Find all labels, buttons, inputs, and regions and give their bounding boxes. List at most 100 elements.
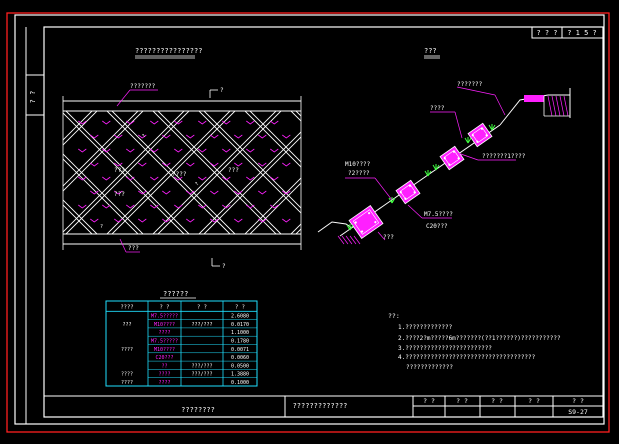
section-label-left-2: ?2???? [348,170,370,177]
vegetation-mark [150,176,159,181]
lattice-beam [244,111,301,168]
table-cell: 1.3880 [231,372,249,378]
vegetation-tuft [424,170,432,177]
plan-view [62,96,302,250]
table-title: ?????? [163,290,188,298]
vegetation-mark [258,218,267,223]
table-cell: ???? [121,347,133,353]
lattice-beam [63,199,98,234]
plan-label-right: ??? [228,167,239,174]
lattice-beam [106,111,231,234]
vegetation-mark [150,148,159,153]
vegetation-mark [126,120,135,125]
vegetation-mark [234,162,243,167]
sheet-number-box [531,26,604,39]
section-title: ??? [424,47,437,55]
lattice-beam [249,111,301,163]
vegetation-mark [90,162,99,167]
section-label-mid-top: ???? [430,105,445,112]
table-cell: ???? [158,330,170,336]
title-block [44,395,603,417]
plan-marker-bottom: ? [222,263,226,270]
vegetation-tuft [432,164,440,171]
title-cell: ? ? [423,397,435,405]
vegetation-mark [126,148,135,153]
vegetation-mark [174,204,183,209]
notes-title: ??: [388,312,400,320]
vegetation-mark [186,190,195,195]
plan-label-top: ??????? [130,83,156,90]
vegetation-mark [270,120,279,125]
vegetation-mark [258,162,267,167]
table-header: ???? [120,305,133,311]
vegetation-mark [102,120,111,125]
vegetation-mark [186,218,195,223]
vegetation-mark [90,134,99,139]
table-cell: M7.5????? [151,339,178,345]
vegetation-mark [150,120,159,125]
vegetation-mark [210,134,219,139]
frame-beam-section [395,179,421,205]
note-item: 2.????2?m?????6m???????(??1??????)??????… [398,335,561,342]
lattice-beam [111,111,236,234]
vegetation-mark [198,148,207,153]
vegetation-mark [234,218,243,223]
vegetation-mark [234,190,243,195]
vegetation-mark [102,176,111,181]
frame-beam-section [348,204,384,240]
vegetation-mark [114,134,123,139]
white-outer-frame [14,14,605,425]
plan-marker-top: ? [220,87,224,94]
lattice-beam [152,111,277,234]
note-item: 3.???????????????????????? [398,345,492,352]
vegetation-mark [138,218,147,223]
section-label-left-1: M10???? [345,161,371,168]
vegetation-mark [210,218,219,223]
project-name: ????????????? [293,402,348,410]
vegetation-mark [258,190,267,195]
plan-label-center: ???? [172,171,187,178]
lattice-beam [203,136,301,234]
title-cell: ? ? [572,397,584,405]
lattice-beam [65,111,190,234]
table-cell: ???? [121,372,133,378]
vegetation-mark [198,204,207,209]
vegetation-mark [198,176,207,181]
note-item: 4.???????????????????????????????????? [398,354,536,361]
table-cell: ??? [122,322,131,328]
vegetation-mark [270,148,279,153]
lattice-beam [249,182,301,234]
table-cell: ???/??? [191,363,212,369]
table-cell: ???? [158,380,170,386]
plan-dim-2: ? [194,181,200,187]
vegetation-mark [90,218,99,223]
table-cell: M7.5????? [151,314,178,320]
table-cell: ?? [161,363,167,369]
lattice-beam [63,111,98,146]
vegetation-mark [246,120,255,125]
vegetation-mark [282,134,291,139]
vegetation-mark [222,176,231,181]
section-label-bottom: ??? [383,234,394,241]
vegetation-mark [78,148,87,153]
lattice-beam [63,204,93,234]
note-item: ????????????? [406,364,453,371]
plan-label-left-2: ??? [114,191,125,198]
notes: ??: 1.????????????? 2.????2?m?????6m????… [388,312,561,371]
vegetation-mark [282,162,291,167]
quantity-table: ????? ?? ?? ?M7.5?????2.6080???M10??????… [105,300,258,387]
vegetation-mark [222,204,231,209]
vegetation-mark [198,120,207,125]
vegetation-mark [102,148,111,153]
vegetation-mark [78,204,87,209]
plan-title: ???????????????? [135,47,202,55]
vegetation-mark [222,148,231,153]
vegetation-mark [258,134,267,139]
table-cell: 0.0170 [231,322,249,328]
table-header: ? ? [197,305,207,311]
table-cell: 0.0060 [231,355,249,361]
vegetation-mark [78,176,87,181]
table-cell: 2.6080 [231,314,249,320]
title-cell: ? ? [528,397,540,405]
